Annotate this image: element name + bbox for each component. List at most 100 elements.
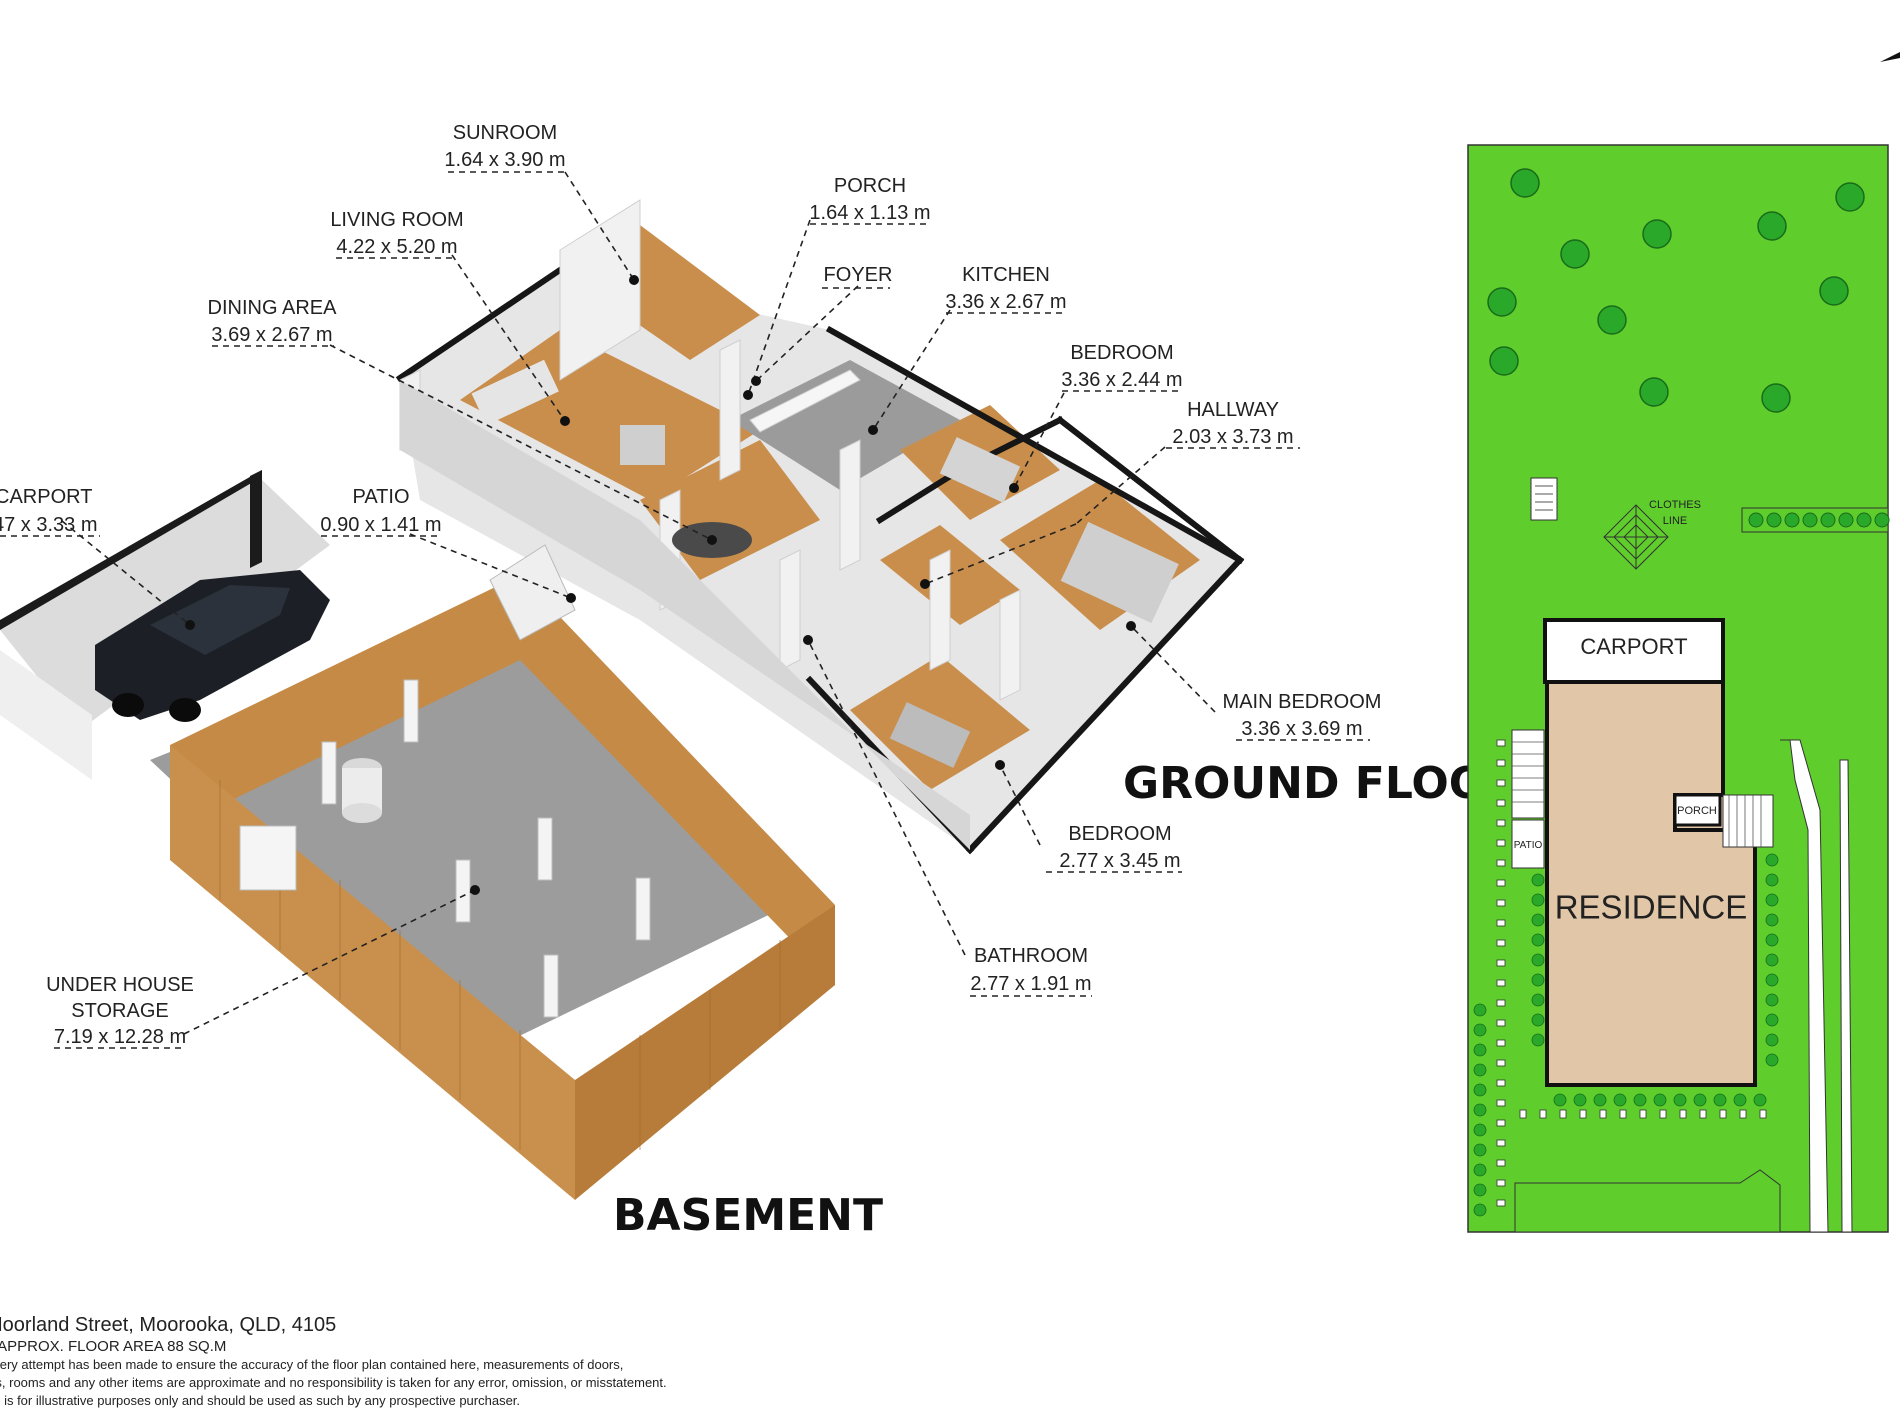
basement-fence-right	[520, 575, 835, 985]
main-bedroom-marker	[1126, 621, 1136, 631]
patio-label: PATIO	[352, 486, 409, 508]
foyer-marker	[751, 376, 761, 386]
site-residence-label: RESIDENCE	[1555, 889, 1748, 926]
porch-marker	[743, 390, 753, 400]
bathroom-label: BATHROOM	[974, 945, 1088, 967]
carport-leader	[61, 520, 191, 626]
basement-post	[321, 741, 337, 805]
property-address: Moorland Street, Moorooka, QLD, 4105	[0, 1314, 337, 1336]
room-labels: SUNROOM 1.64 x 3.90 m PORCH 1.64 x 1.13 …	[0, 122, 1382, 1049]
path-edging	[1496, 739, 1506, 1207]
bed	[889, 702, 971, 768]
under-house-label-2: STORAGE	[71, 1000, 168, 1022]
clothes-line-label-2: LINE	[1663, 515, 1687, 527]
armchair	[620, 425, 665, 465]
car-icon	[95, 570, 330, 722]
kitchen-marker	[868, 425, 878, 435]
kitchen-dims: 3.36 x 2.67 m	[945, 291, 1066, 313]
side-stairs	[1511, 729, 1545, 819]
bedroom2-marker	[995, 760, 1005, 770]
patio-marker	[566, 593, 576, 603]
bedroom2-leader	[999, 764, 1041, 846]
main-bedroom-dims: 3.36 x 3.69 m	[1241, 718, 1362, 740]
sunroom-dims: 1.64 x 3.90 m	[444, 149, 565, 171]
dining-area-dims: 3.69 x 2.67 m	[211, 324, 332, 346]
tree-icons	[1487, 168, 1865, 1224]
sunroom-marker	[629, 275, 639, 285]
main-bedroom-label: MAIN BEDROOM	[1223, 691, 1382, 713]
basement-post	[455, 859, 471, 923]
site-residence	[1545, 680, 1757, 1087]
shed	[1530, 477, 1558, 521]
basement-3d-model	[150, 575, 835, 1200]
main-bedroom-leader	[1130, 625, 1216, 713]
basement-post	[403, 679, 419, 743]
site-carport-label: CARPORT	[1580, 634, 1687, 659]
bedroom1-marker	[1009, 483, 1019, 493]
dining-area-label: DINING AREA	[208, 297, 338, 319]
foyer-leader	[755, 285, 859, 382]
clothes-line-icon	[1603, 504, 1669, 570]
basement-laundry-tub	[239, 825, 297, 891]
site-plan: CLOTHES LINE	[1467, 144, 1890, 1233]
living-leader	[451, 254, 566, 422]
site-patio-label: PATIO	[1514, 840, 1543, 851]
dining-marker	[707, 535, 717, 545]
bed	[939, 437, 1021, 503]
carport-label: CARPORT	[0, 486, 92, 508]
front-garden-bed	[1514, 1169, 1781, 1233]
kitchen-floor	[730, 360, 960, 490]
bathroom-marker	[803, 635, 813, 645]
basement-fence-back	[170, 575, 520, 830]
disclaimer-line-3: an is for illustrative purposes only and…	[0, 1393, 521, 1408]
bathroom-leader	[807, 639, 966, 956]
hallway-leader	[1075, 446, 1166, 525]
storage-marker	[470, 885, 480, 895]
sofa	[471, 359, 559, 426]
foyer-label: FOYER	[824, 264, 893, 286]
kitchen-leader	[872, 309, 951, 431]
carport-dims: 47 x 3.33 m	[0, 514, 98, 536]
living-room-label: LIVING ROOM	[330, 209, 463, 231]
floor-area: L APPROX. FLOOR AREA 88 SQ.M	[0, 1338, 227, 1355]
basement-title: BASEMENT	[613, 1190, 883, 1241]
bedroom-1-dims: 3.36 x 2.44 m	[1061, 369, 1182, 391]
site-porch-label: PORCH	[1677, 805, 1717, 817]
driveway	[1789, 739, 1829, 1233]
under-house-label-1: UNDER HOUSE	[46, 974, 194, 996]
footer: Moorland Street, Moorooka, QLD, 4105 L A…	[0, 1313, 900, 1410]
porch-leader	[747, 219, 811, 396]
bedroom1-leader	[1013, 392, 1065, 489]
basement-post	[635, 877, 651, 941]
porch-dims: 1.64 x 1.13 m	[809, 202, 930, 224]
site-patio	[1511, 819, 1545, 869]
patio-dims: 0.90 x 1.41 m	[320, 514, 441, 536]
kitchen-label: KITCHEN	[962, 264, 1050, 286]
north-arrow-icon	[1880, 52, 1900, 62]
disclaimer-line-1: every attempt has been made to ensure th…	[0, 1357, 624, 1372]
hallway-dims: 2.03 x 3.73 m	[1172, 426, 1293, 448]
site-carport	[1543, 618, 1725, 684]
main-bed	[1060, 521, 1179, 624]
basement-post	[537, 817, 553, 881]
living-marker	[560, 416, 570, 426]
front-stairs	[1722, 794, 1774, 848]
porch-label: PORCH	[834, 175, 906, 197]
under-house-dims: 7.19 x 12.28 m	[54, 1026, 186, 1048]
carport-marker	[185, 620, 195, 630]
ground-floor-title: GROUND FLOOR	[1123, 758, 1520, 809]
hallway-marker	[920, 579, 930, 589]
bathroom-dims: 2.77 x 1.91 m	[970, 973, 1091, 995]
ground-floor-3d-model	[395, 199, 1245, 855]
bedroom-1-label: BEDROOM	[1070, 342, 1173, 364]
dining-leader	[329, 344, 713, 541]
bedroom-2-dims: 2.77 x 3.45 m	[1059, 850, 1180, 872]
basement-post	[543, 954, 559, 1018]
clothes-line-label-1: CLOTHES	[1649, 499, 1701, 511]
hallway-label: HALLWAY	[1187, 399, 1279, 421]
bedroom-2-label: BEDROOM	[1068, 823, 1171, 845]
patio-leader	[409, 533, 572, 599]
kitchen-bench	[749, 369, 861, 433]
site-porch	[1673, 793, 1722, 827]
